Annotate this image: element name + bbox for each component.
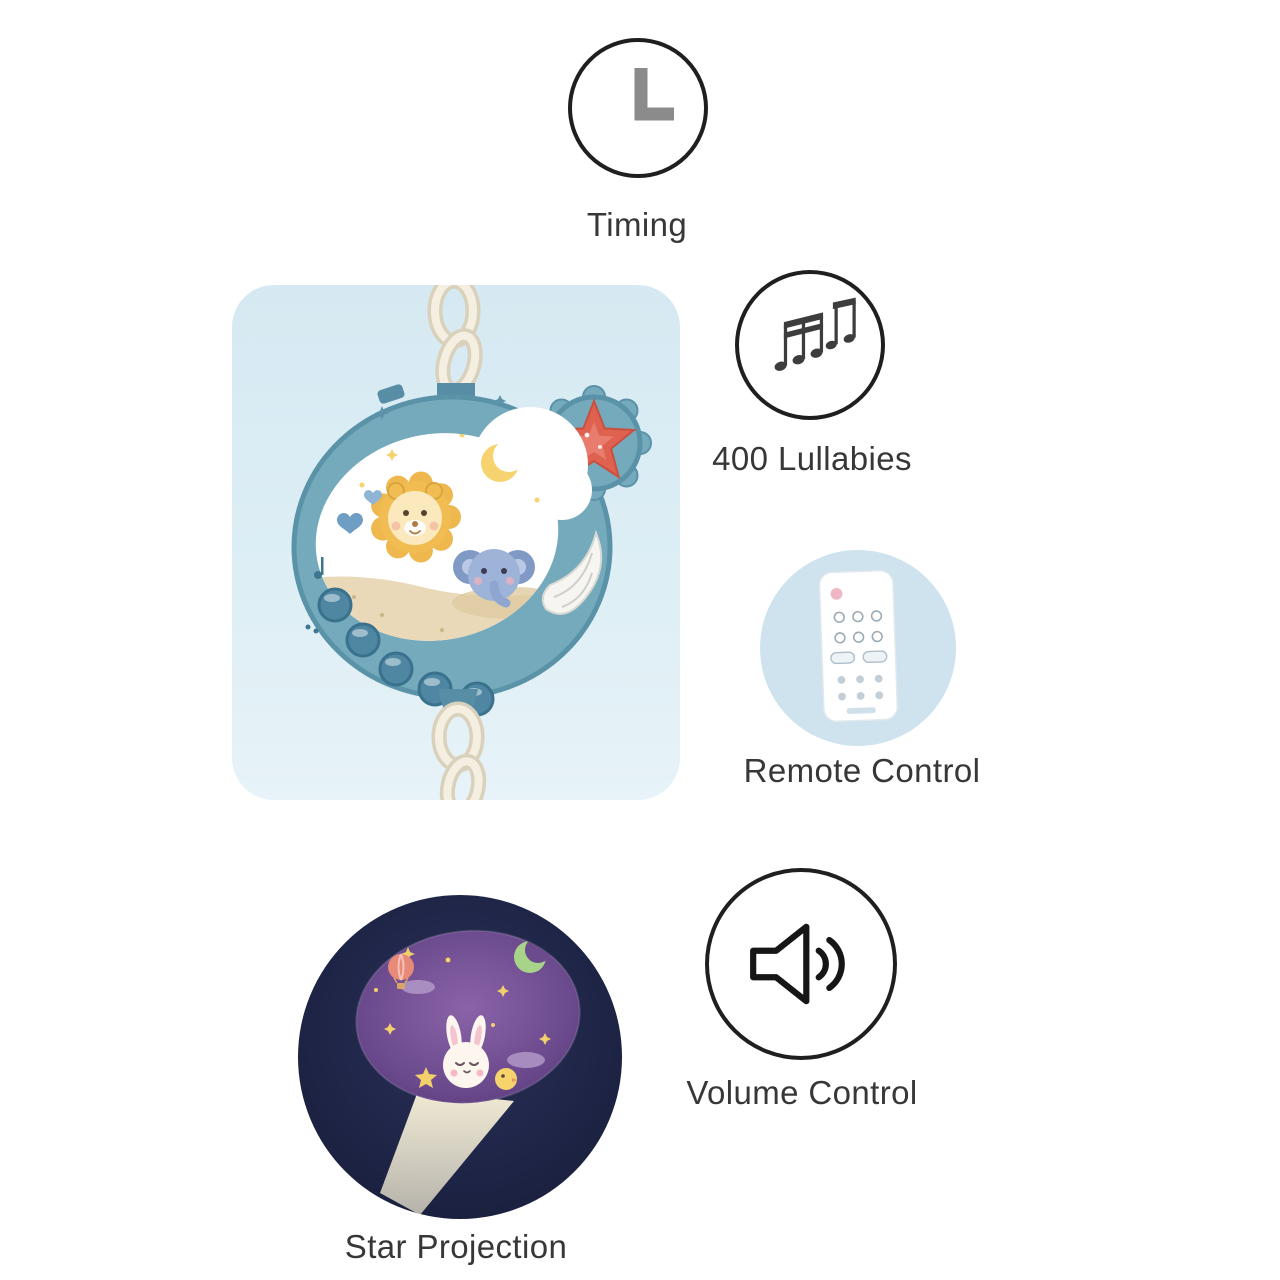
side-tab (377, 384, 405, 404)
feature-label-projection: Star Projection (344, 1228, 568, 1265)
chain-link-icon-bottom (431, 701, 487, 800)
remote-control-icon (760, 550, 956, 746)
feature-label-lullabies: 400 Lullabies (712, 440, 912, 477)
product-image-panel (232, 285, 680, 800)
speaker-glyph (750, 923, 845, 1005)
chain-link-icon (427, 285, 483, 398)
music-notes-icon (735, 270, 885, 420)
feature-label-volume: Volume Control (686, 1074, 918, 1111)
bunny-illustration (443, 1015, 489, 1088)
sparkle-dot (359, 482, 365, 488)
music-notes-glyph (774, 297, 856, 371)
clock-hands-icon (634, 68, 674, 121)
sparkle-icon (386, 449, 398, 461)
wing-detail (541, 529, 603, 615)
elephant-illustration (453, 549, 535, 608)
remote-control-image (818, 570, 899, 723)
projection-scene (355, 929, 581, 1215)
projector-beam (380, 1091, 514, 1215)
moon-icon (481, 440, 525, 482)
projected-scene (374, 937, 551, 1090)
lion-illustration (371, 471, 461, 563)
clock-icon (568, 38, 708, 178)
feature-label-remote: Remote Control (743, 752, 981, 789)
star-character (415, 1067, 437, 1088)
heart-icons (337, 490, 382, 534)
speaker-icon (705, 868, 897, 1060)
chick-illustration (495, 1068, 517, 1090)
feature-label-timing: Timing (586, 206, 688, 243)
balloon-illustration (388, 953, 414, 989)
sparkle-dot (534, 497, 540, 503)
baby-mobile-music-box-image (291, 285, 652, 800)
deco-glyphs (305, 395, 506, 634)
star-projection-image (298, 895, 622, 1219)
